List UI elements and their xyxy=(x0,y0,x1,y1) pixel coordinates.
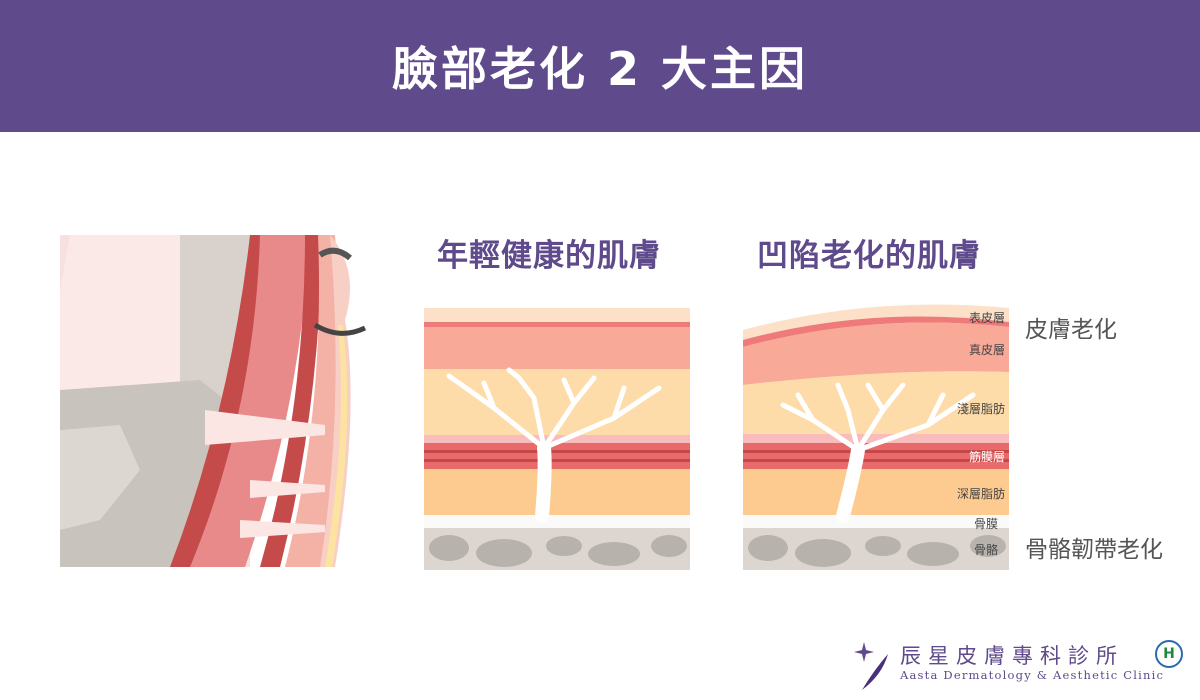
label-superficial-fat: 淺層脂肪 xyxy=(956,402,1005,416)
label-bone: 骨骼 xyxy=(973,543,998,557)
young-skin-diagram xyxy=(424,308,690,570)
face-cross-section-illustration xyxy=(60,235,367,567)
label-dermis: 真皮層 xyxy=(968,343,1005,357)
clinic-name-english: Aasta Dermatology & Aesthetic Clinic xyxy=(900,668,1165,682)
young-skin-title: 年輕健康的肌膚 xyxy=(437,238,661,274)
header-banner: 臉部老化 2 大主因 xyxy=(0,0,1200,132)
label-deep-fat: 深層脂肪 xyxy=(956,487,1005,501)
aged-skin-title: 凹陷老化的肌膚 xyxy=(757,238,981,274)
certification-badge-icon: H xyxy=(1155,640,1183,668)
page-title: 臉部老化 2 大主因 xyxy=(391,42,809,96)
aged-skin-diagram xyxy=(743,304,1009,570)
clinic-name-chinese: 辰星皮膚專科診所 xyxy=(900,644,1124,668)
cause-skin-aging: 皮膚老化 xyxy=(1025,317,1117,343)
clinic-logo-wing-icon xyxy=(854,642,888,690)
label-epidermis: 表皮層 xyxy=(968,311,1005,325)
label-fascia: 筋膜層 xyxy=(968,450,1005,464)
label-periosteum: 骨膜 xyxy=(973,517,998,531)
cause-bone-ligament-aging: 骨骼韌帶老化 xyxy=(1025,537,1163,563)
